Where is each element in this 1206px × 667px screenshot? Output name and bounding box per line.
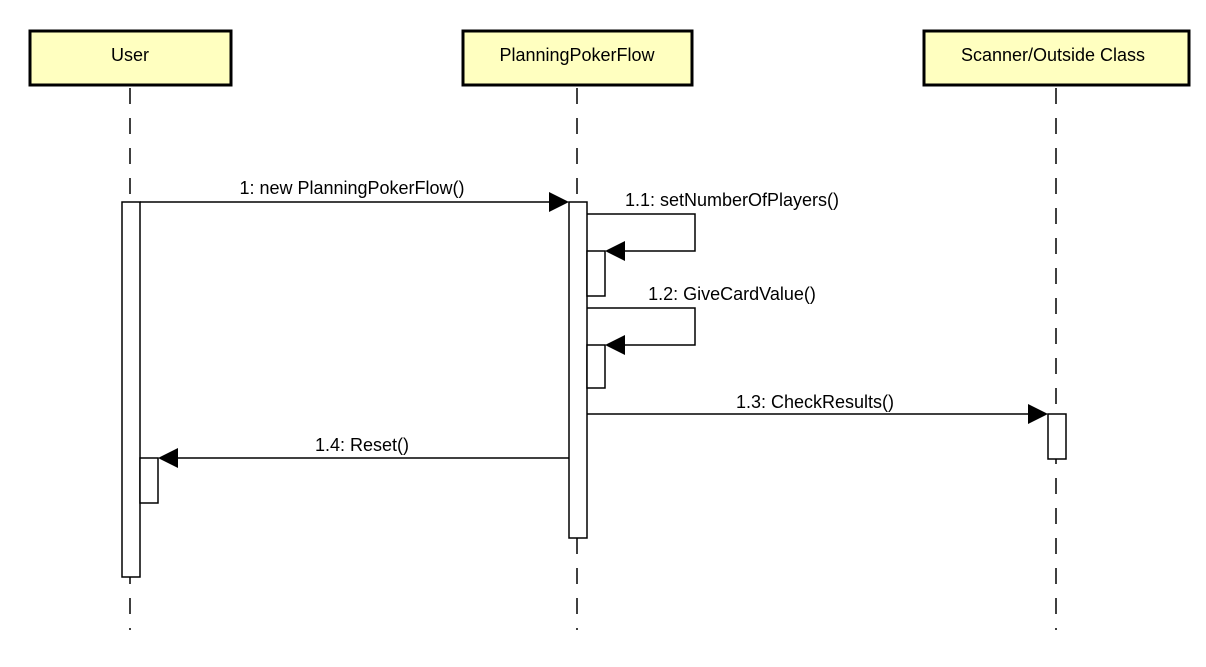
arrowhead-icon xyxy=(549,192,569,212)
message-line xyxy=(587,307,696,346)
activation-flow xyxy=(568,201,588,539)
message-label: 1.1: setNumberOfPlayers() xyxy=(625,190,839,210)
participant-user: User xyxy=(28,29,233,87)
participant-planningpokerflow-box xyxy=(461,29,694,87)
arrowhead-icon xyxy=(1028,404,1048,424)
message-set-number-of-players: 1.1: setNumberOfPlayers() xyxy=(587,190,839,261)
message-label: 1.4: Reset() xyxy=(315,435,409,455)
arrowhead-icon xyxy=(158,448,178,468)
participant-user-box xyxy=(28,29,233,87)
activation-user xyxy=(121,201,141,578)
message-label: 1.2: GiveCardValue() xyxy=(648,284,816,304)
message-label: 1.3: CheckResults() xyxy=(736,392,894,412)
message-reset: 1.4: Reset() xyxy=(158,435,569,468)
activation-user-reset xyxy=(139,457,159,504)
participant-user-label: User xyxy=(111,45,149,65)
participant-planningpokerflow-label: PlanningPokerFlow xyxy=(499,45,655,65)
participant-planningpokerflow: PlanningPokerFlow xyxy=(461,29,694,87)
activation-flow-give-card xyxy=(586,344,606,389)
message-line xyxy=(587,213,696,252)
message-check-results: 1.3: CheckResults() xyxy=(587,392,1048,424)
message-new-planningpokerflow: 1: new PlanningPokerFlow() xyxy=(140,178,569,212)
arrowhead-icon xyxy=(605,241,625,261)
activation-scanner xyxy=(1047,413,1067,460)
participant-scanner-box xyxy=(922,29,1191,87)
participant-scanner: Scanner/Outside Class xyxy=(922,29,1191,87)
participant-scanner-label: Scanner/Outside Class xyxy=(961,45,1145,65)
message-label: 1: new PlanningPokerFlow() xyxy=(239,178,464,198)
arrowhead-icon xyxy=(605,335,625,355)
message-give-card-value: 1.2: GiveCardValue() xyxy=(587,284,816,355)
activation-flow-set-players xyxy=(586,250,606,297)
